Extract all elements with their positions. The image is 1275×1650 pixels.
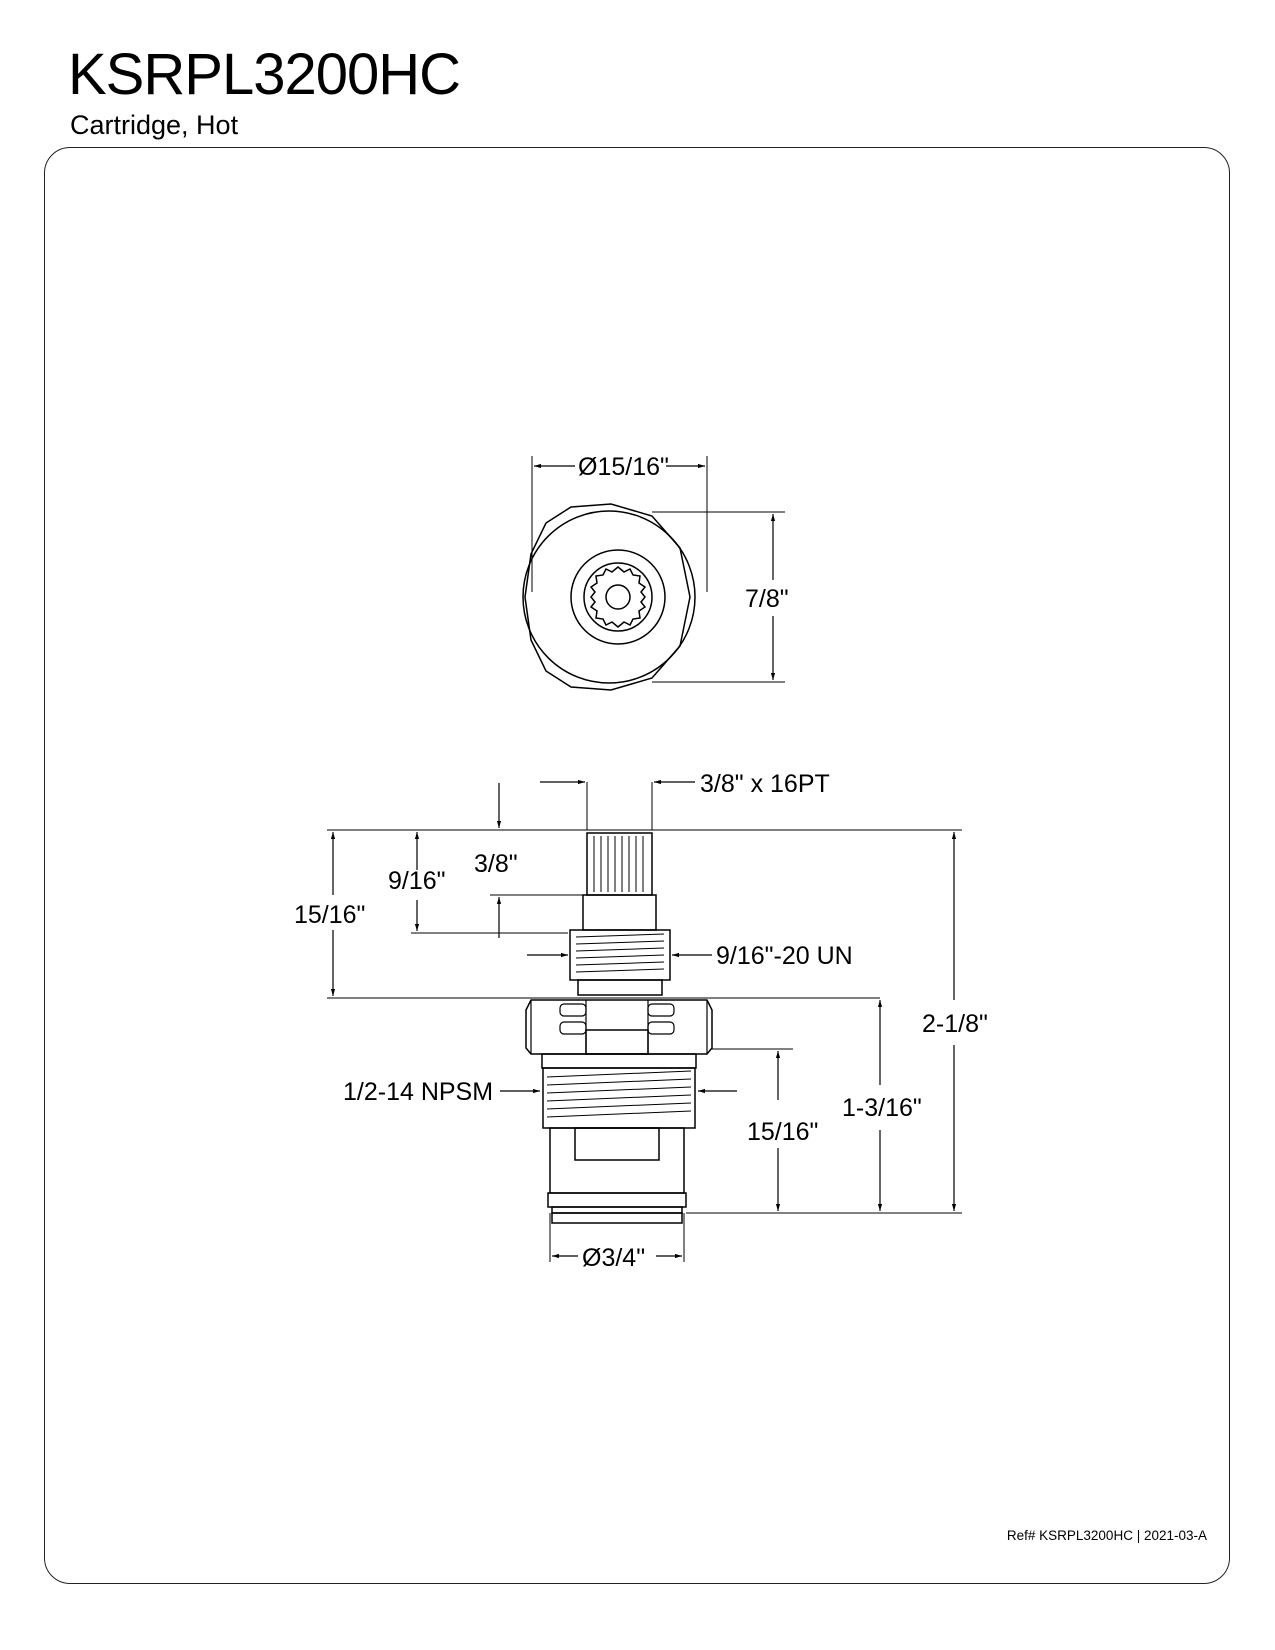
- model-description: Cartridge, Hot: [70, 110, 239, 140]
- lower-body-window: [574, 1127, 660, 1161]
- upper-length-label: 9/16": [388, 867, 446, 895]
- upper-thread-label: 9/16"-20 UN: [716, 942, 853, 970]
- hex-nut-slots: [530, 1000, 708, 1054]
- top-section-label: 15/16": [294, 901, 365, 929]
- lower-section-label: 1-3/16": [842, 1094, 922, 1122]
- reference-code: Ref# KSRPL3200HC | 2021-03-A: [1006, 1528, 1207, 1543]
- top-view-spline-ring: [583, 562, 653, 632]
- drawing-frame: [44, 147, 1230, 1584]
- upper-thread-neck: [577, 979, 663, 996]
- stem-length-label: 3/8": [474, 850, 518, 878]
- top-view-inner-circle: [570, 549, 666, 645]
- stem-shoulder: [582, 894, 657, 931]
- top-view-diameter-label: Ø15/16": [578, 453, 669, 481]
- lower-thread-lines: [546, 1070, 692, 1118]
- side-view: [327, 779, 962, 1262]
- top-view-spline-teeth: [589, 566, 647, 628]
- lower-thread-label: 1/2-14 NPSM: [343, 1078, 493, 1106]
- base-ring: [547, 1192, 687, 1208]
- top-view-hex-outline: [524, 503, 691, 691]
- top-view-height-label: 7/8": [745, 585, 789, 613]
- base-bottom: [551, 1212, 683, 1224]
- upper-thread-lines: [575, 933, 665, 973]
- thread-to-bottom-label: 15/16": [747, 1118, 818, 1146]
- base-diameter-label: Ø3/4": [582, 1244, 645, 1272]
- top-view-center-bore: [605, 584, 631, 610]
- base-ring-groove: [551, 1206, 683, 1214]
- lower-thread: [541, 1053, 697, 1069]
- splined-stem: [586, 832, 653, 896]
- top-view-outer-circle: [522, 510, 696, 684]
- hex-nut-window: [585, 1029, 649, 1055]
- spline-grooves: [593, 836, 644, 892]
- overall-height-label: 2-1/8": [922, 1010, 988, 1038]
- hex-nut: [525, 999, 713, 1055]
- model-title: KSRPL3200HC: [68, 42, 461, 107]
- top-view: [522, 456, 785, 691]
- spline-label: 3/8" x 16PT: [700, 770, 830, 798]
